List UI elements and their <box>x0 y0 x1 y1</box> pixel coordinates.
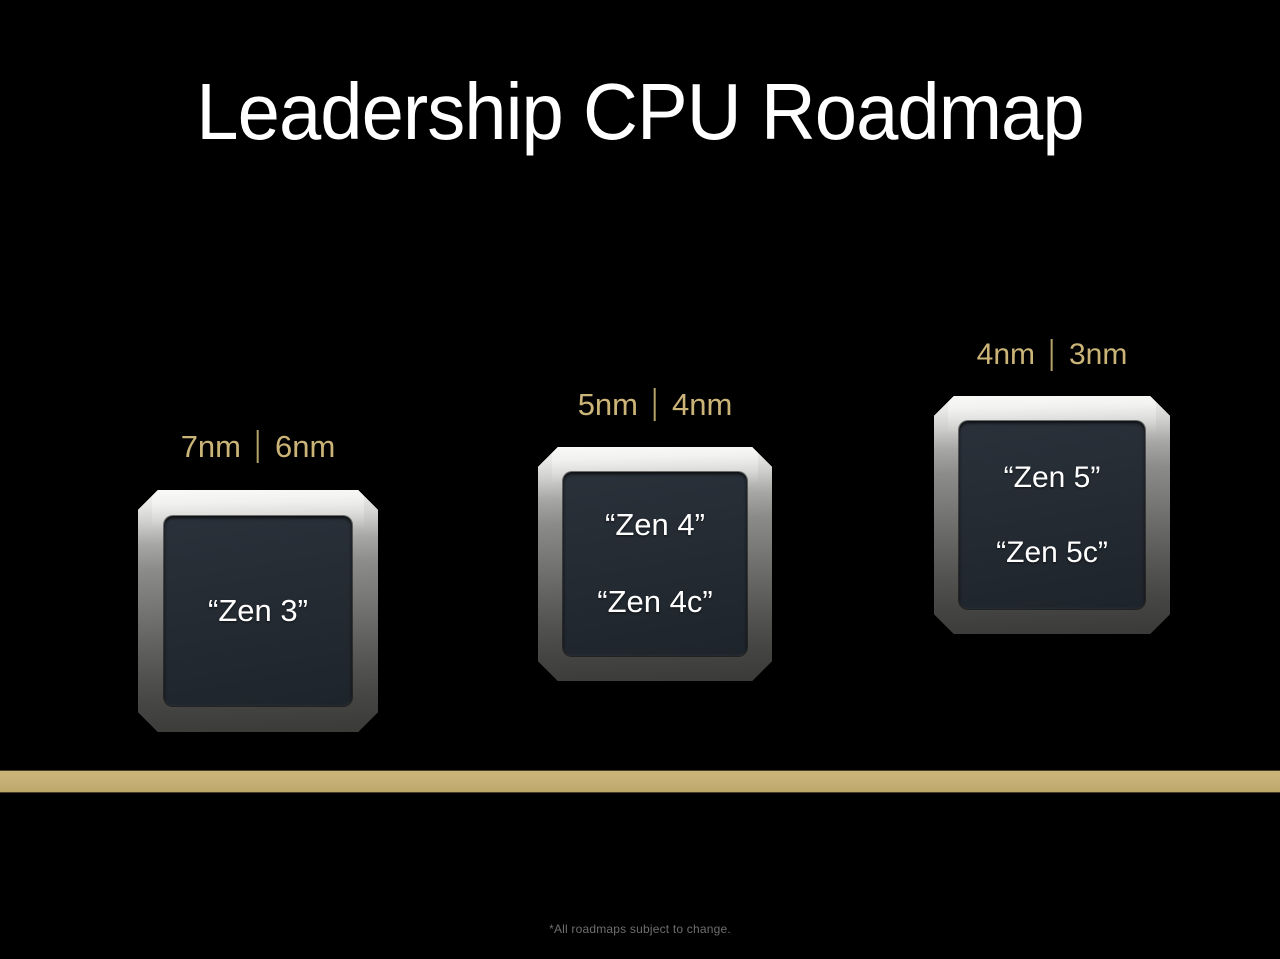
footnote-disclaimer: *All roadmaps subject to change. <box>549 922 731 936</box>
cpu-core-name: “Zen 4c” <box>597 584 713 619</box>
accent-bar <box>0 770 1280 793</box>
cpu-die-zen4: “Zen 4” “Zen 4c” <box>563 472 747 656</box>
cpu-die-zen3: “Zen 3” <box>164 516 352 706</box>
page-title: Leadership CPU Roadmap <box>196 67 1084 156</box>
cpu-core-name: “Zen 4” <box>605 507 705 543</box>
process-node-label-zen5: 4nm 3nm <box>976 337 1128 371</box>
process-node-divider <box>654 388 656 421</box>
cpu-core-name: “Zen 3” <box>208 592 308 628</box>
process-node-primary: 7nm <box>180 428 241 464</box>
cpu-package-zen3: “Zen 3” <box>138 490 378 732</box>
cpu-core-name: “Zen 5” <box>1003 460 1101 494</box>
process-node-primary: 5nm <box>577 386 638 422</box>
process-node-secondary: 6nm <box>275 428 336 464</box>
process-node-label-zen3: 7nm 6nm <box>180 428 336 464</box>
process-node-secondary: 4nm <box>672 386 733 422</box>
process-node-secondary: 3nm <box>1069 337 1128 371</box>
cpu-core-name: “Zen 5c” <box>996 536 1108 569</box>
cpu-die-zen5: “Zen 5” “Zen 5c” <box>959 421 1145 609</box>
process-node-primary: 4nm <box>976 337 1035 371</box>
cpu-package-zen4: “Zen 4” “Zen 4c” <box>538 447 772 681</box>
cpu-package-zen5: “Zen 5” “Zen 5c” <box>934 396 1170 634</box>
process-node-label-zen4: 5nm 4nm <box>577 386 733 422</box>
process-node-divider <box>257 430 259 463</box>
process-node-divider <box>1051 339 1053 371</box>
